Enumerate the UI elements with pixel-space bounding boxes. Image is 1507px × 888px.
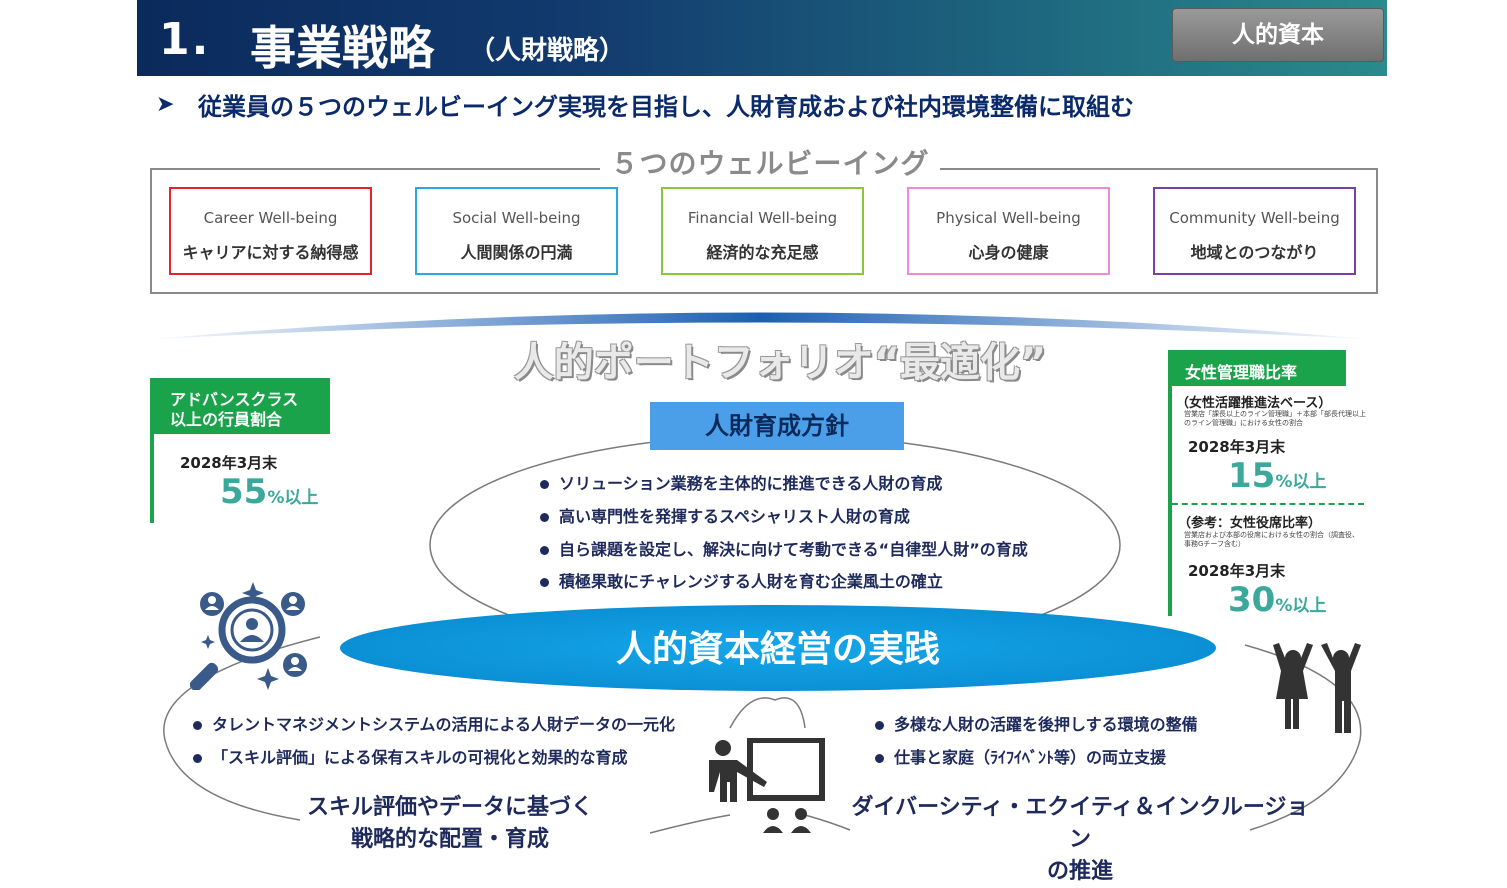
left-caption: スキル評価やデータに基づく 戦略的な配置・育成 bbox=[280, 792, 620, 856]
right-stat-ref-note-line2: 事務Gチーフ含む） bbox=[1184, 540, 1246, 548]
header-bar: 1. 事業戦略 （人財戦略） 人的資本 bbox=[137, 0, 1387, 76]
policy-item-text: 自ら課題を設定し、解決に向けて考動できる“自律型人財”の育成 bbox=[559, 540, 1028, 559]
policy-item-text: ソリューション業務を主体的に推進できる人財の育成 bbox=[559, 474, 943, 493]
policy-item: ソリューション業務を主体的に推進できる人財の育成 bbox=[540, 470, 942, 494]
right-stat-date1: 2028年3月末 bbox=[1188, 438, 1286, 456]
right-stat-ref-note-line1: 営業店および本部の役席における女性の割合（調査役、 bbox=[1184, 531, 1359, 539]
right-stat-value1: 15 bbox=[1228, 456, 1276, 496]
left-list-item-text: 「スキル評価」による保有スキルの可視化と効果的な育成 bbox=[212, 748, 628, 767]
policy-item: 自ら課題を設定し、解決に向けて考動できる“自律型人財”の育成 bbox=[540, 536, 1028, 560]
bullet bbox=[540, 513, 549, 522]
policy-item: 積極果敢にチャレンジする人財を育む企業風土の確立 bbox=[540, 568, 943, 592]
right-caption-line2: の推進 bbox=[1046, 859, 1113, 884]
wellbeing-card-social: Social Well-being 人間関係の円満 bbox=[415, 187, 618, 275]
left-stat-title-line2: 以上の行員割合 bbox=[170, 410, 283, 429]
portfolio-arc bbox=[140, 312, 1380, 340]
portfolio-heading: 人的ポートフォリオ“最適化” bbox=[513, 340, 1047, 386]
left-list-item: 「スキル評価」による保有スキルの可視化と効果的な育成 bbox=[193, 744, 628, 768]
bullet bbox=[540, 480, 549, 489]
wellbeing-card-physical: Physical Well-being 心身の健康 bbox=[907, 187, 1110, 275]
right-list-item-text: 仕事と家庭（ﾗｲﾌｲﾍﾞﾝﾄ等）の両立支援 bbox=[894, 748, 1167, 767]
wellbeing-card-financial: Financial Well-being 経済的な充足感 bbox=[661, 187, 864, 275]
policy-item-text: 積極果敢にチャレンジする人財を育む企業風土の確立 bbox=[559, 572, 943, 591]
right-list-item-text: 多様な人財の活躍を後押しする環境の整備 bbox=[894, 715, 1198, 734]
wellbeing-jp: 心身の健康 bbox=[968, 243, 1049, 262]
people-cheering-icon bbox=[1273, 643, 1361, 733]
policy-item: 高い専門性を発揮するスペシャリスト人財の育成 bbox=[540, 503, 910, 527]
practice-ellipse bbox=[340, 605, 1216, 691]
bullet bbox=[193, 721, 202, 730]
wellbeing-card-community: Community Well-being 地域とのつながり bbox=[1153, 187, 1356, 275]
right-stat-basis-note: 営業店「課長以上のライン管理職」＋本部「部長代理以上 のライン管理職」における女… bbox=[1184, 410, 1366, 428]
left-list-item-text: タレントマネジメントシステムの活用による人財データの一元化 bbox=[212, 715, 676, 734]
right-stat-rule bbox=[1168, 350, 1172, 616]
right-stat-basis-note-line2: のライン管理職」における女性の割合 bbox=[1184, 419, 1303, 427]
right-stat-basis-note-line1: 営業店「課長以上のライン管理職」＋本部「部長代理以上 bbox=[1184, 410, 1366, 418]
page-title: 事業戦略 bbox=[250, 21, 434, 75]
policy-item-text: 高い専門性を発揮するスペシャリスト人財の育成 bbox=[559, 507, 910, 526]
wellbeing-en: Financial Well-being bbox=[687, 209, 838, 227]
left-stat-title: アドバンスクラス 以上の行員割合 bbox=[170, 390, 298, 430]
teacher-board-icon bbox=[709, 738, 825, 833]
wellbeing-jp: 経済的な充足感 bbox=[706, 243, 819, 262]
right-stat-date2: 2028年3月末 bbox=[1188, 562, 1286, 580]
right-stat-ref-title: （参考：女性役席比率） bbox=[1178, 516, 1322, 531]
left-stat-title-line1: アドバンスクラス bbox=[170, 390, 299, 409]
left-stat-value-group: 55%以上 bbox=[220, 472, 318, 512]
bullet bbox=[875, 721, 884, 730]
left-caption-line2: 戦略的な配置・育成 bbox=[350, 827, 549, 852]
right-stat-unit1: %以上 bbox=[1275, 472, 1327, 492]
section-number: 1. bbox=[159, 14, 211, 65]
bullet bbox=[540, 546, 549, 555]
right-stat-title: 女性管理職比率 bbox=[1185, 363, 1298, 382]
right-stat-value2: 30 bbox=[1228, 580, 1276, 620]
wellbeing-jp: 地域とのつながり bbox=[1190, 243, 1319, 262]
right-arc-outline bbox=[1244, 644, 1362, 831]
right-list-item: 多様な人財の活躍を後押しする環境の整備 bbox=[875, 711, 1198, 735]
left-list-item: タレントマネジメントシステムの活用による人財データの一元化 bbox=[193, 711, 675, 735]
bullet bbox=[540, 578, 549, 587]
bottom-left-connector bbox=[649, 814, 731, 834]
page-subtitle: （人財戦略） bbox=[469, 36, 626, 66]
wellbeing-card-career: Career Well-being キャリアに対する納得感 bbox=[169, 187, 372, 275]
right-stat-basis: （女性活躍推進法ベース） bbox=[1176, 396, 1332, 411]
wellbeing-en: Community Well-being bbox=[1169, 209, 1340, 227]
wellbeing-en: Career Well-being bbox=[203, 209, 338, 227]
left-stat-header bbox=[150, 378, 330, 434]
bullet bbox=[875, 754, 884, 763]
right-list-item: 仕事と家庭（ﾗｲﾌｲﾍﾞﾝﾄ等）の両立支援 bbox=[875, 744, 1166, 768]
wellbeing-en: Social Well-being bbox=[452, 209, 581, 227]
policy-title: 人財育成方針 bbox=[650, 402, 904, 450]
left-stat-value: 55 bbox=[220, 472, 268, 512]
category-badge: 人的資本 bbox=[1172, 8, 1384, 62]
lead-text: 従業員の５つのウェルビーイング実現を目指し、人財育成および社内環境整備に取組む bbox=[198, 93, 1134, 121]
right-caption-line1: ダイバーシティ・エクイティ＆インクルージョン bbox=[851, 795, 1309, 852]
wellbeing-title: ５つのウェルビーイング bbox=[600, 142, 940, 180]
right-stat-value2-group: 30%以上 bbox=[1228, 580, 1326, 620]
left-stat-date: 2028年3月末 bbox=[180, 454, 278, 472]
lead-arrow-icon: ➤ bbox=[156, 92, 175, 117]
left-stat-rule bbox=[150, 378, 154, 523]
wellbeing-jp: キャリアに対する納得感 bbox=[182, 243, 359, 262]
left-stat-unit: %以上 bbox=[267, 488, 319, 508]
right-stat-ref-note: 営業店および本部の役席における女性の割合（調査役、 事務Gチーフ含む） bbox=[1184, 531, 1359, 549]
right-stat-unit2: %以上 bbox=[1275, 596, 1327, 616]
left-caption-line1: スキル評価やデータに基づく bbox=[306, 795, 593, 820]
right-stat-header bbox=[1168, 350, 1346, 386]
bullet bbox=[193, 754, 202, 763]
left-arc-outline bbox=[163, 636, 321, 821]
right-stat-value1-group: 15%以上 bbox=[1228, 456, 1326, 496]
center-arc-outline bbox=[729, 697, 806, 729]
bottom-right-connector bbox=[804, 814, 851, 831]
right-caption: ダイバーシティ・エクイティ＆インクルージョン の推進 bbox=[845, 792, 1315, 888]
wellbeing-en: Physical Well-being bbox=[936, 209, 1081, 227]
practice-heading: 人的資本経営の実践 bbox=[615, 629, 940, 670]
wellbeing-jp: 人間関係の円満 bbox=[460, 243, 573, 262]
right-stat-divider bbox=[1172, 503, 1364, 505]
magnifier-people-icon bbox=[190, 582, 307, 690]
